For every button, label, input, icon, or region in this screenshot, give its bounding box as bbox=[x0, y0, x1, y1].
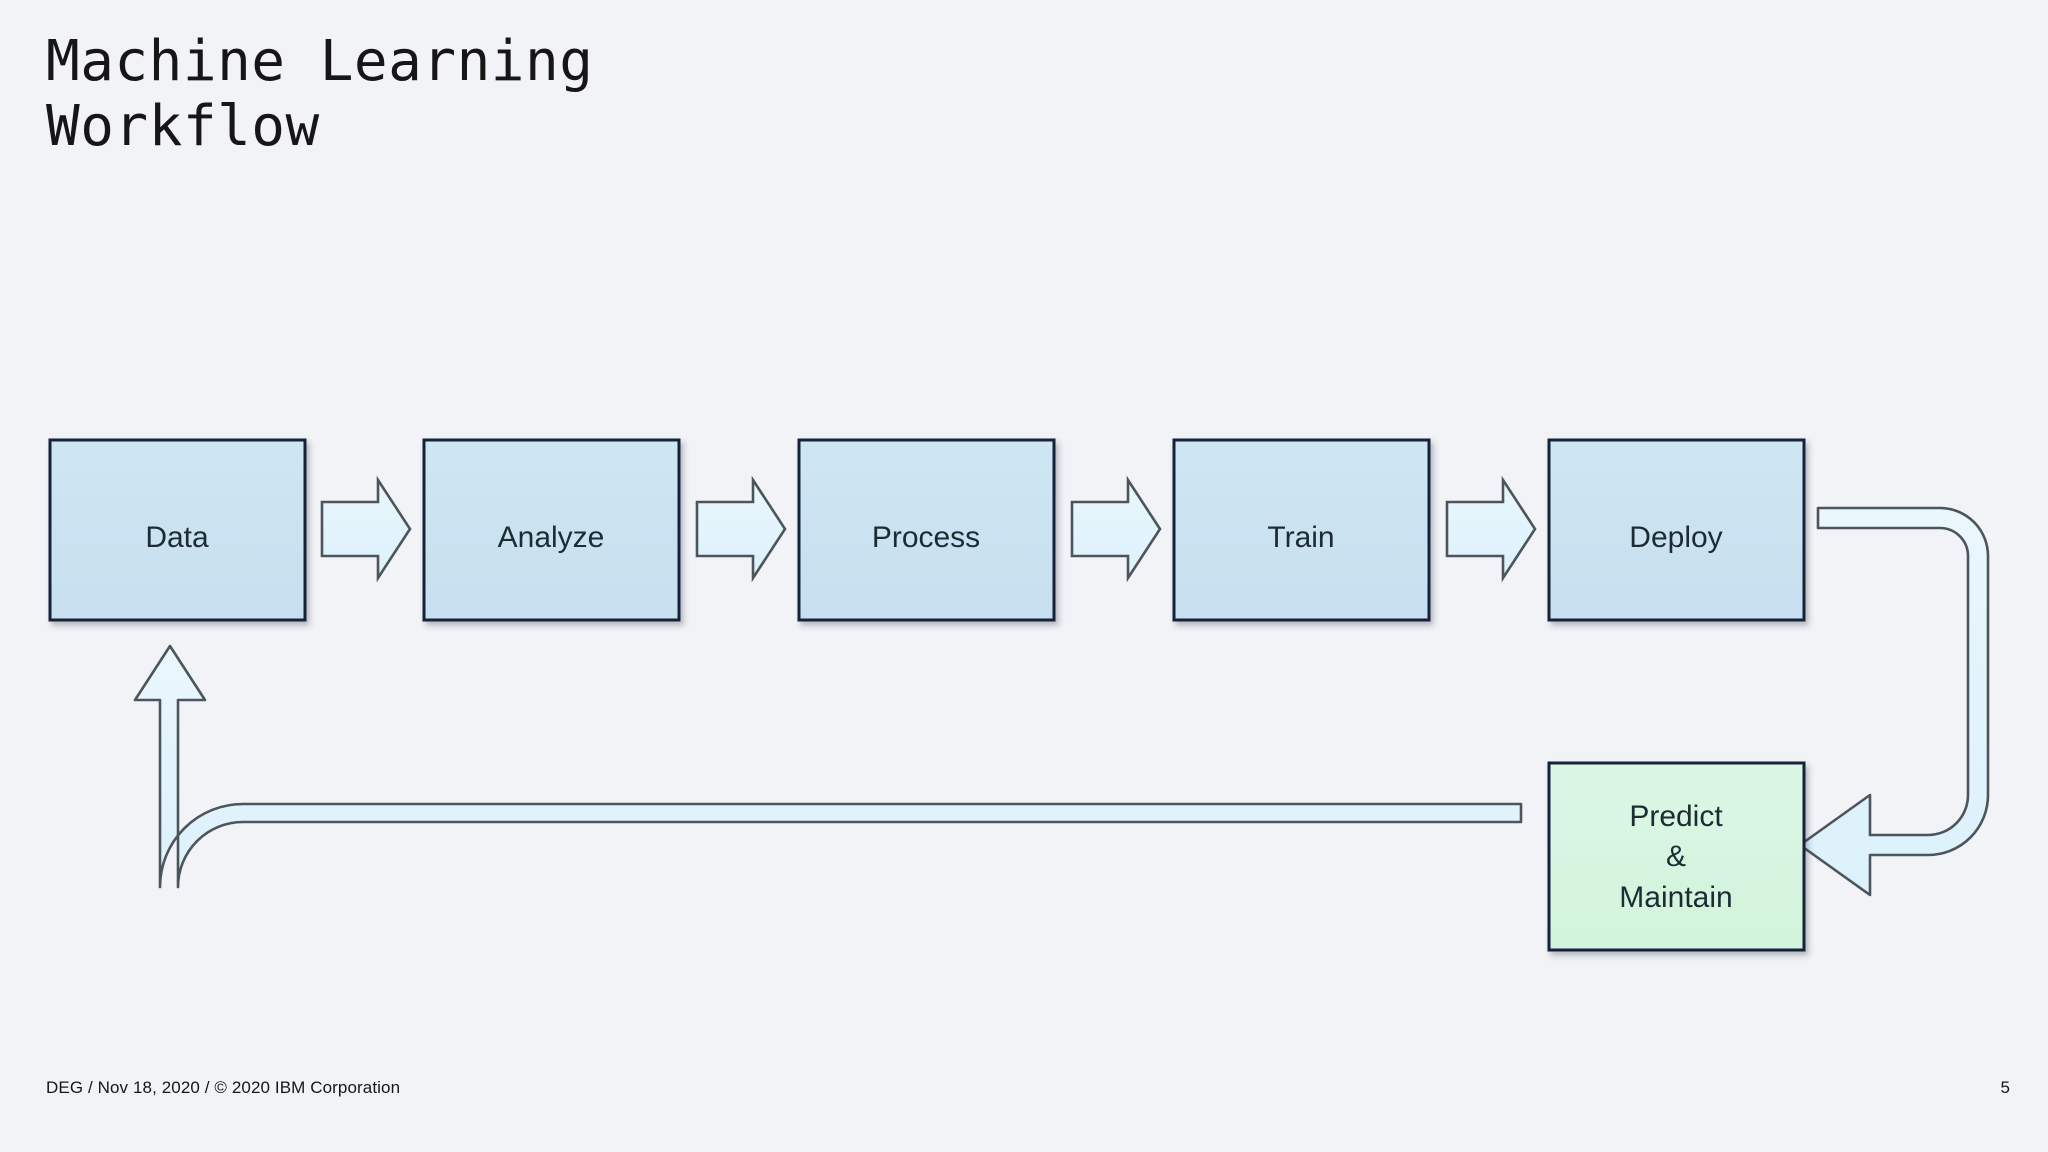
node-train-label: Train bbox=[1267, 521, 1334, 554]
node-deploy-label: Deploy bbox=[1629, 521, 1722, 554]
node-process[interactable]: Process bbox=[797, 438, 1056, 622]
node-deploy[interactable]: Deploy bbox=[1547, 438, 1806, 622]
connector-deploy-to-predict bbox=[1798, 506, 1990, 897]
arrow-analyze-to-process bbox=[695, 475, 787, 583]
arrow-train-to-deploy bbox=[1445, 475, 1537, 583]
node-analyze[interactable]: Analyze bbox=[422, 438, 681, 622]
node-train[interactable]: Train bbox=[1172, 438, 1431, 622]
node-predict-maintain[interactable]: Predict & Maintain bbox=[1547, 761, 1806, 952]
arrow-process-to-train bbox=[1070, 475, 1162, 583]
node-analyze-label: Analyze bbox=[498, 521, 605, 554]
footer-page-number: 5 bbox=[2000, 1078, 2010, 1097]
footer-credit: DEG / Nov 18, 2020 / © 2020 IBM Corporat… bbox=[46, 1078, 401, 1097]
node-process-label: Process bbox=[872, 521, 980, 554]
node-predict-label-line2: & bbox=[1666, 840, 1686, 873]
node-data-label: Data bbox=[145, 521, 209, 554]
connector-predict-to-data bbox=[133, 644, 1523, 889]
node-predict-label-line1: Predict bbox=[1629, 800, 1723, 833]
page-title: Machine Learning Workflow bbox=[46, 29, 594, 159]
arrow-data-to-analyze bbox=[320, 475, 412, 583]
node-predict-label-line3: Maintain bbox=[1619, 881, 1732, 914]
node-data[interactable]: Data bbox=[48, 438, 307, 622]
